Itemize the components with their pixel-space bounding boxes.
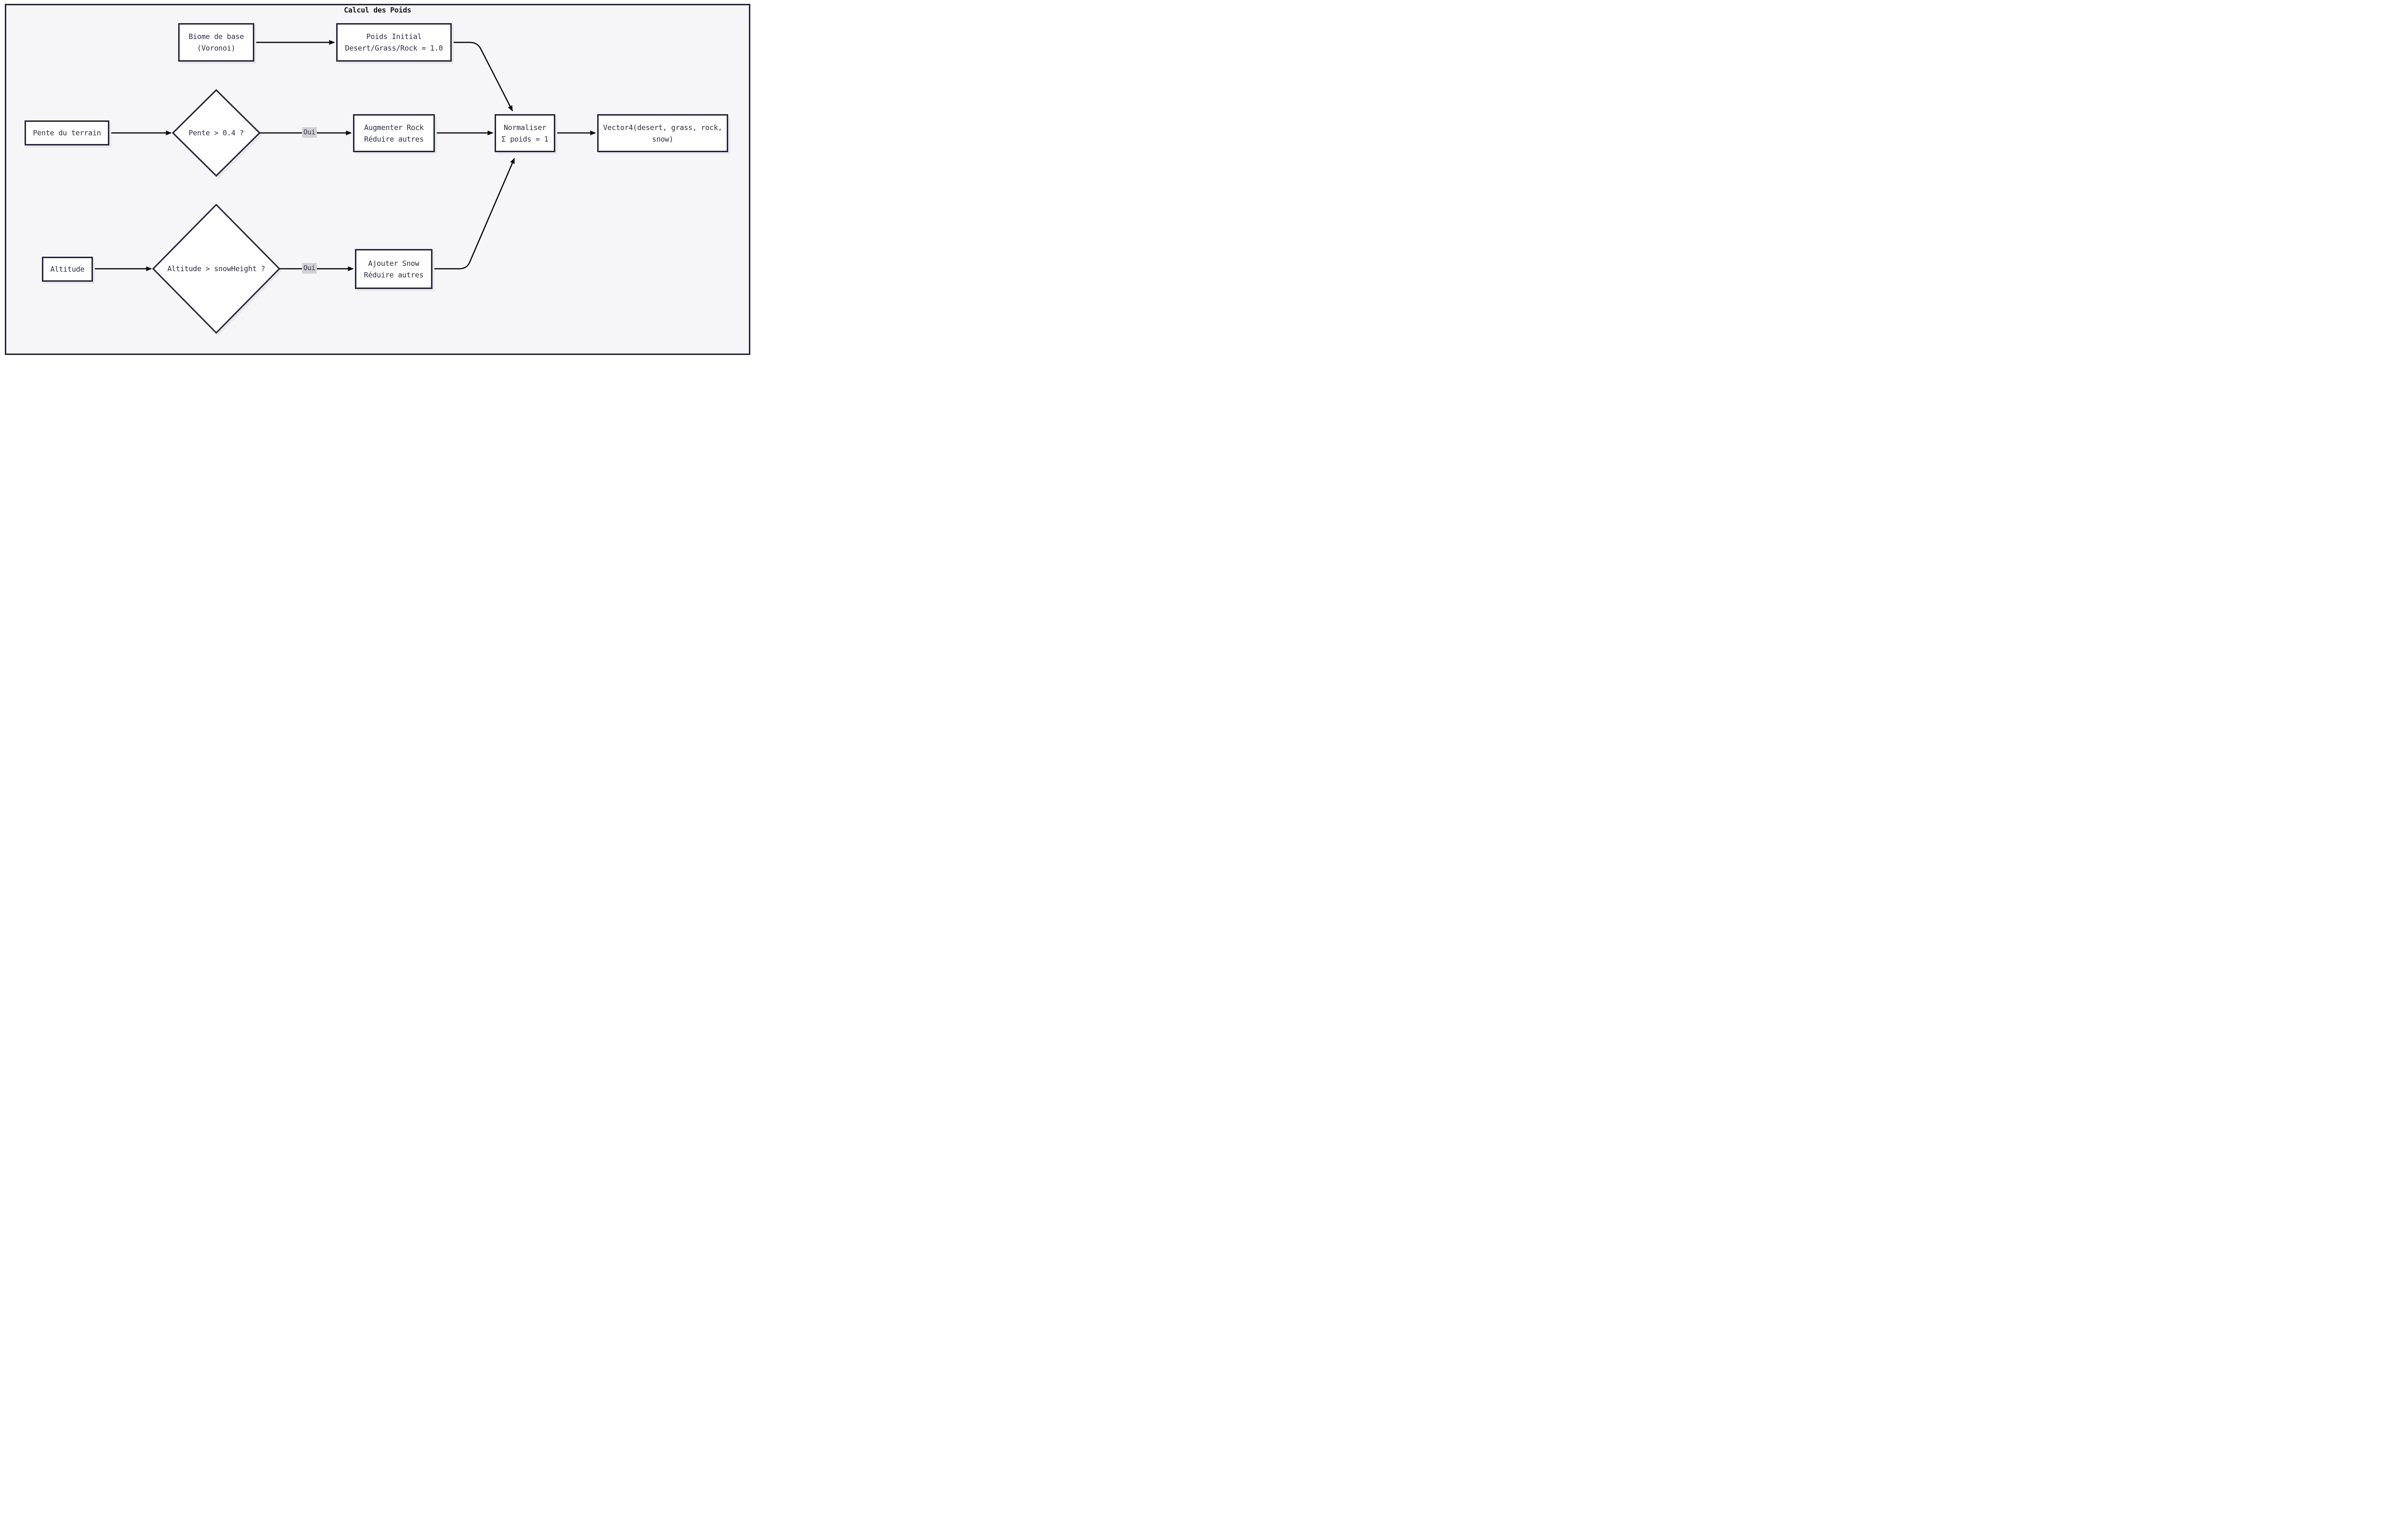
diagram-frame	[5, 4, 750, 355]
node-label-line: Réduire autres	[364, 270, 424, 279]
node-normaliser: Normaliser Σ poids = 1	[495, 114, 555, 152]
node-pente-du-terrain: Pente du terrain	[25, 120, 109, 145]
flowchart-canvas: Calcul des Poids Biome de base (Voronoi)…	[0, 0, 755, 358]
node-label-line: Vector4(desert, grass, rock,	[603, 123, 722, 132]
node-label-line: Normaliser	[503, 123, 547, 132]
node-label-line: Augmenter Rock	[364, 123, 424, 132]
node-label-line: Altitude	[50, 265, 85, 274]
diagram-title: Calcul des Poids	[344, 6, 411, 14]
decision-pente-diamond	[171, 89, 261, 177]
node-vector4-output: Vector4(desert, grass, rock, snow)	[597, 114, 728, 152]
node-label-line: Réduire autres	[364, 134, 424, 144]
edge-label-oui-altitude: Oui	[302, 263, 317, 274]
node-poids-initial: Poids Initial Desert/Grass/Rock = 1.0	[336, 23, 452, 62]
node-label-line: Biome de base	[188, 32, 244, 41]
node-label-line: Σ poids = 1	[501, 134, 549, 144]
edge-poids-to-normaliser	[452, 41, 513, 112]
node-ajouter-snow: Ajouter Snow Réduire autres	[355, 249, 432, 289]
node-label-line: Desert/Grass/Rock = 1.0	[345, 44, 443, 52]
node-label-line: (Voronoi)	[197, 44, 236, 52]
decision-altitude-diamond	[152, 203, 281, 334]
decision-pente-label: Pente > 0.4 ?	[188, 129, 244, 137]
node-label-line: Pente du terrain	[33, 129, 101, 137]
edge-label-oui-pente: Oui	[302, 127, 317, 138]
node-biome-de-base: Biome de base (Voronoi)	[178, 23, 254, 62]
edge-ajouter-to-normaliser	[432, 157, 515, 270]
node-altitude: Altitude	[42, 257, 93, 282]
node-label-line: Ajouter Snow	[368, 259, 419, 268]
node-label-line: snow)	[652, 134, 674, 144]
node-label-line: Poids Initial	[366, 32, 422, 41]
node-augmenter-rock: Augmenter Rock Réduire autres	[353, 114, 435, 152]
edges-layer	[92, 40, 596, 336]
decision-altitude-label: Altitude > snowHeight ?	[167, 264, 265, 273]
